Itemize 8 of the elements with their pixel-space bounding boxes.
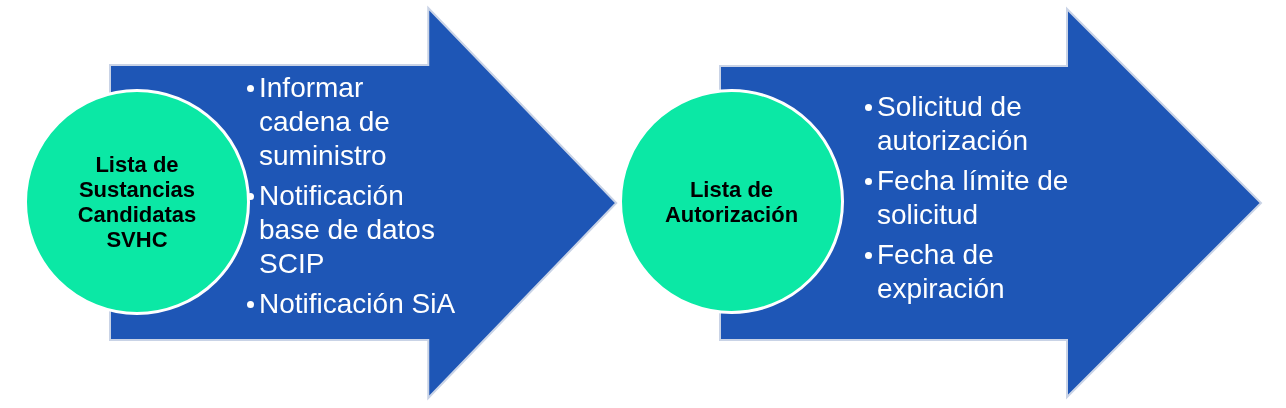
step-detail: Solicitud de autorización <box>877 90 1029 158</box>
step-detail: Fecha de expiración <box>877 238 1006 306</box>
step-detail: Notificación base de datos SCIP <box>259 179 436 281</box>
step-detail: Notificación SiA <box>259 287 456 321</box>
step-title: Lista de Sustancias Candidatas SVHC <box>76 152 198 252</box>
step-title: Lista de Autorización <box>663 176 800 227</box>
step-detail: Informar cadena de suministro <box>259 71 391 173</box>
step-detail: Fecha límite de solicitud <box>877 164 1070 232</box>
